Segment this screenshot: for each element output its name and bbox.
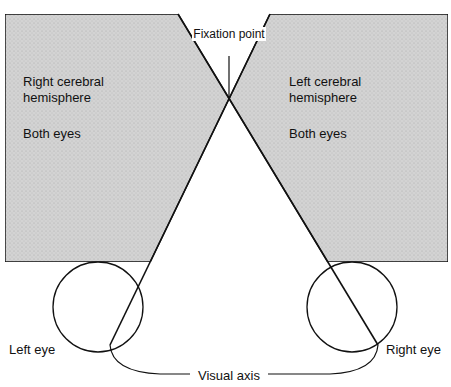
bracket-right: [268, 345, 378, 374]
region-heading: Right cerebral hemisphere: [23, 74, 138, 106]
bracket-left: [110, 345, 190, 374]
region-heading: Left cerebral hemisphere: [289, 74, 401, 106]
label-slot: Right eye: [385, 340, 447, 358]
region-outline: [5, 14, 229, 262]
region-note: Both eyes: [23, 126, 138, 142]
axis-lines: [110, 14, 378, 345]
text-slot: Right cerebral hemisphere: [23, 74, 138, 106]
eyes: [53, 262, 397, 352]
visual-field-region: Right cerebral hemisphereBoth eyes: [5, 14, 230, 262]
label-slot: Fixation point: [184, 24, 274, 42]
label-slot: Left eye: [8, 340, 78, 358]
visual-axis-line: [110, 14, 270, 345]
region-outline: [229, 14, 448, 262]
label-slot: Visual axis: [179, 366, 279, 384]
figure-label: Left eye: [8, 342, 56, 358]
text-slot: Left cerebral hemisphere: [289, 74, 401, 106]
region-note: Both eyes: [289, 126, 401, 142]
fixation-leader: [228, 56, 229, 97]
figure-label: Right eye: [385, 342, 442, 358]
visual-field-region: Left cerebral hemisphereBoth eyes: [229, 14, 448, 262]
figure-label: Visual axis: [197, 368, 261, 384]
text-slot: Both eyes: [289, 126, 401, 142]
right-eye-outline: [307, 262, 397, 352]
figure-label: Fixation point: [192, 27, 265, 41]
visual-axis-line: [178, 14, 378, 345]
text-slot: Both eyes: [23, 126, 138, 142]
left-eye-outline: [53, 262, 143, 352]
